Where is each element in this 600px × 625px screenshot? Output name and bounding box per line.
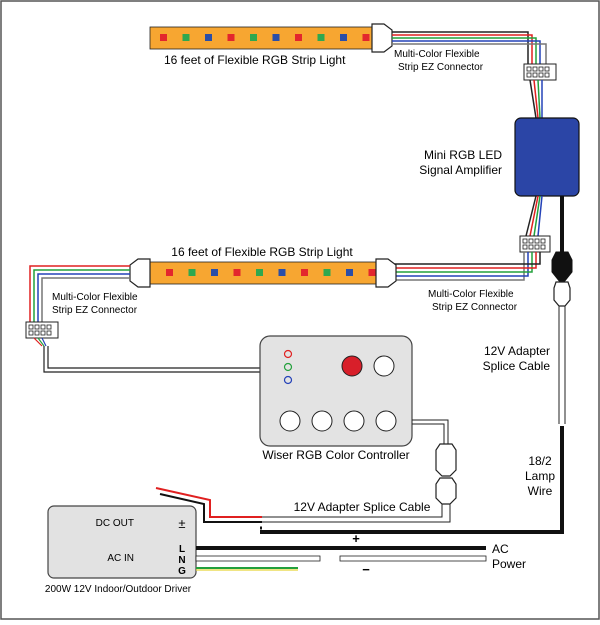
power-driver xyxy=(47,505,197,579)
splice-bottom-label: 12V Adapter Splice Cable xyxy=(294,500,431,514)
controller-power-button[interactable] xyxy=(341,355,363,377)
led-chip xyxy=(160,34,167,41)
wires-top-to-amp xyxy=(529,79,543,119)
led-chip xyxy=(166,269,173,276)
splice-cable-bottom xyxy=(262,504,451,523)
connector-left-label-2: Strip EZ Connector xyxy=(52,305,138,316)
led-chip xyxy=(182,34,190,41)
controller-blue-indicator xyxy=(283,375,293,385)
connector-top-label-1: Multi-Color Flexible xyxy=(394,49,480,60)
ac-minus: − xyxy=(362,562,370,577)
led-chip xyxy=(301,269,308,276)
terminal-n: N xyxy=(178,555,185,566)
splice-cable-right xyxy=(558,306,566,424)
ez-connector-left xyxy=(25,321,59,339)
ez-connector-top xyxy=(523,63,557,81)
ac-power-label-2: Power xyxy=(492,557,526,571)
lamp-wire-label-1: 18/2 xyxy=(528,454,552,468)
controller-label: Wiser RGB Color Controller xyxy=(262,448,409,462)
lamp-wire-label-3: Wire xyxy=(528,484,553,498)
connector-right-label-2: Strip EZ Connector xyxy=(432,302,518,313)
led-chip xyxy=(188,269,196,276)
led-chip xyxy=(295,34,302,41)
strip-mid-left-cap xyxy=(129,258,151,288)
driver-plus-minus: ± xyxy=(178,516,185,531)
controller-button-top-right[interactable] xyxy=(373,355,395,377)
controller-button-2[interactable] xyxy=(311,410,333,432)
led-chip xyxy=(317,34,325,41)
led-chip xyxy=(278,269,286,276)
lamp-wire xyxy=(260,426,564,534)
terminal-g: G xyxy=(178,566,186,577)
led-chip xyxy=(205,34,212,41)
led-chip xyxy=(233,269,241,276)
ac-plus: + xyxy=(352,531,360,546)
splice-jack xyxy=(553,281,571,307)
ez-connector-right xyxy=(519,235,551,253)
amplifier-label-2: Signal Amplifier xyxy=(419,163,502,177)
wires-left-to-controller xyxy=(33,337,260,373)
strip-middle xyxy=(147,261,377,285)
connector-top-label-2: Strip EZ Connector xyxy=(398,62,484,73)
driver-label: 200W 12V Indoor/Outdoor Driver xyxy=(45,584,192,595)
driver-dc-out-label: DC OUT xyxy=(96,518,134,529)
terminal-l: L xyxy=(179,544,185,555)
controller-button-3[interactable] xyxy=(343,410,365,432)
led-chip xyxy=(346,269,353,276)
connector-left-label-1: Multi-Color Flexible xyxy=(52,292,138,303)
controller-green-indicator xyxy=(283,362,293,372)
strip-mid-right-cap xyxy=(375,258,397,288)
controller-jack xyxy=(435,443,457,477)
led-chip xyxy=(272,34,280,41)
strip-top-end-cap xyxy=(371,23,393,53)
controller-button-1[interactable] xyxy=(279,410,301,432)
led-chip xyxy=(340,34,347,41)
amplifier-label-1: Mini RGB LED xyxy=(424,148,502,162)
wires-ez-right-to-strip xyxy=(390,252,541,281)
wires-top xyxy=(392,31,547,66)
driver-dc-wires xyxy=(155,487,262,523)
led-chip xyxy=(256,269,263,276)
controller-output-cable xyxy=(412,419,449,444)
strip-mid-label: 16 feet of Flexible RGB Strip Light xyxy=(171,245,353,259)
controller-red-indicator xyxy=(283,349,293,359)
led-chip xyxy=(227,34,235,41)
strip-top xyxy=(149,26,379,50)
led-chip xyxy=(362,34,370,41)
driver-ac-in-label: AC IN xyxy=(107,553,134,564)
ac-wires xyxy=(195,546,487,571)
led-chip xyxy=(211,269,218,276)
led-chip xyxy=(250,34,257,41)
led-chip xyxy=(323,269,331,276)
connector-right-label-1: Multi-Color Flexible xyxy=(428,289,514,300)
wires-amp-to-ez xyxy=(525,195,543,237)
lamp-wire-label-2: Lamp xyxy=(525,469,555,483)
led-chip xyxy=(368,269,376,276)
splice-right-label-1: 12V Adapter xyxy=(484,344,550,358)
signal-amplifier xyxy=(514,117,580,197)
strip-top-label: 16 feet of Flexible RGB Strip Light xyxy=(164,53,346,67)
splice-right-label-2: Splice Cable xyxy=(483,359,551,373)
controller-plug xyxy=(435,477,457,505)
wires-left xyxy=(29,265,130,322)
ac-power-label-1: AC xyxy=(492,542,509,556)
controller-button-4[interactable] xyxy=(375,410,397,432)
